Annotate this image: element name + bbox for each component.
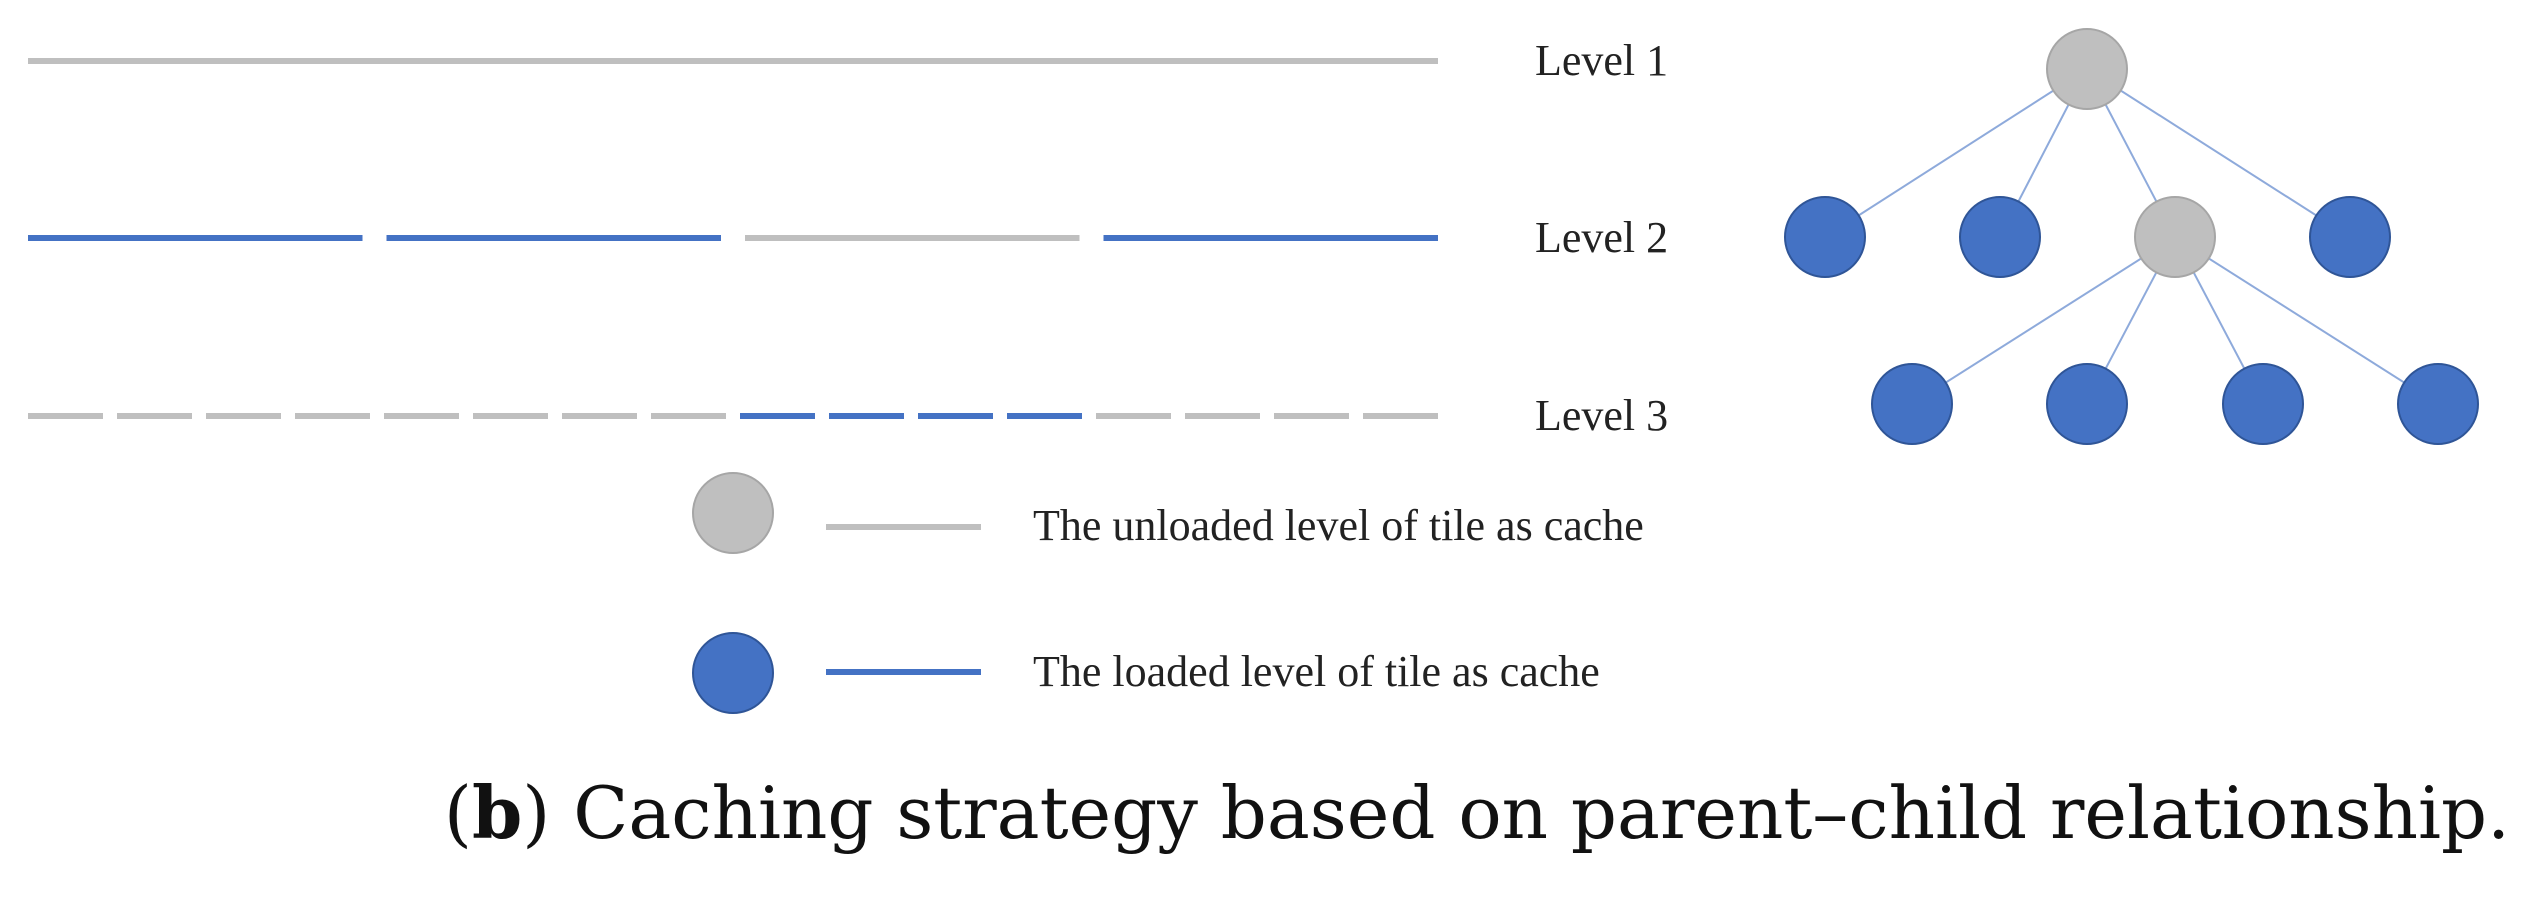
tree-node-level2-loaded bbox=[1784, 196, 1866, 278]
tree-edge bbox=[1911, 236, 2176, 405]
tree-node-level3-loaded bbox=[2222, 363, 2304, 445]
figure-caption: (b) Caching strategy based on parent–chi… bbox=[443, 770, 2510, 855]
tree-node-level1-unloaded bbox=[2046, 28, 2128, 110]
caption-letter: b bbox=[471, 770, 523, 855]
tree-edge bbox=[1824, 68, 2088, 238]
tree-node-level2-unloaded bbox=[2134, 196, 2216, 278]
tree-node-level3-loaded bbox=[1871, 363, 1953, 445]
legend-loaded-circle bbox=[692, 632, 774, 714]
caching-strategy-diagram: Level 1 Level 2 Level 3 The unloaded lev… bbox=[28, 28, 2479, 714]
level-1-label: Level 1 bbox=[1535, 36, 1668, 85]
tree-edge bbox=[2086, 68, 2351, 238]
level-bars bbox=[28, 58, 1438, 419]
tree-nodes bbox=[1784, 28, 2479, 445]
tile-tree bbox=[1784, 28, 2479, 445]
tree-node-level2-loaded bbox=[1959, 196, 2041, 278]
level-3-label: Level 3 bbox=[1535, 391, 1668, 440]
tree-node-level3-loaded bbox=[2046, 363, 2128, 445]
legend-unloaded-circle bbox=[692, 472, 774, 554]
caption-text: Caching strategy based on parent–child r… bbox=[573, 771, 2510, 855]
tree-node-level2-loaded bbox=[2309, 196, 2391, 278]
legend-unloaded-text: The unloaded level of tile as cache bbox=[1033, 501, 1644, 550]
level-2-label: Level 2 bbox=[1535, 213, 1668, 262]
legend-loaded-text: The loaded level of tile as cache bbox=[1033, 647, 1600, 696]
tree-node-level3-loaded bbox=[2397, 363, 2479, 445]
level-labels: Level 1 Level 2 Level 3 bbox=[1535, 36, 1668, 440]
legend: The unloaded level of tile as cache The … bbox=[692, 472, 1644, 714]
tree-edge bbox=[2174, 236, 2439, 405]
